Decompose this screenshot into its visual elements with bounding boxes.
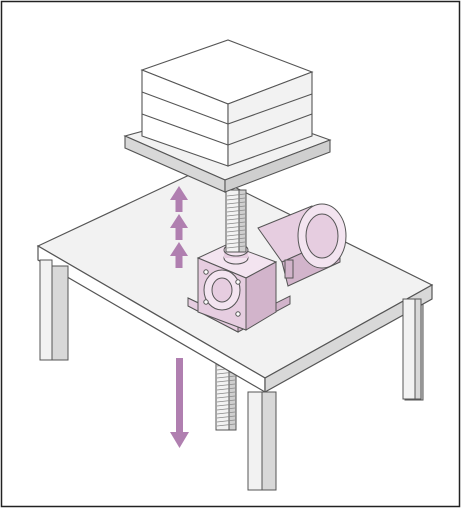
screw-thread (226, 201, 246, 205)
up-arrow-head (170, 214, 188, 228)
screw-thread (226, 213, 246, 217)
up-arrow-shaft (175, 200, 183, 212)
screw-thread (226, 229, 246, 233)
screw-thread (216, 419, 236, 423)
screw-thread (216, 375, 236, 379)
up-arrow-head (170, 186, 188, 200)
screw-thread (226, 225, 246, 229)
screw-thread (216, 407, 236, 411)
table-leg-front-right (402, 298, 422, 400)
screw-thread (226, 193, 246, 197)
up-arrow-shaft (175, 228, 183, 240)
screw-thread (226, 245, 246, 249)
screw-thread (226, 237, 246, 241)
screw-thread (216, 411, 236, 415)
screw-thread (216, 391, 236, 395)
table-leg-left-front (39, 259, 69, 361)
motor (257, 203, 347, 287)
screw-thread (216, 399, 236, 403)
screw-thread (216, 383, 236, 387)
screw-thread (226, 233, 246, 237)
screw-thread (216, 379, 236, 383)
screw-thread (216, 387, 236, 391)
up-arrow-head (170, 242, 188, 256)
screw-thread (226, 209, 246, 213)
down-arrow (170, 358, 189, 448)
screw-thread (216, 423, 236, 427)
screw-thread (226, 217, 246, 221)
screw-thread (216, 415, 236, 419)
screw-thread (216, 395, 236, 399)
table-leg-front-left (247, 391, 277, 491)
screw-thread (226, 241, 246, 245)
screw-thread (226, 197, 246, 201)
up-arrow-shaft (175, 256, 183, 268)
screw-thread (216, 403, 236, 407)
lead-screw-upper (225, 189, 247, 253)
up-arrows (170, 186, 188, 268)
screw-thread (226, 221, 246, 225)
load-boxes (140, 39, 314, 167)
screw-thread (226, 205, 246, 209)
